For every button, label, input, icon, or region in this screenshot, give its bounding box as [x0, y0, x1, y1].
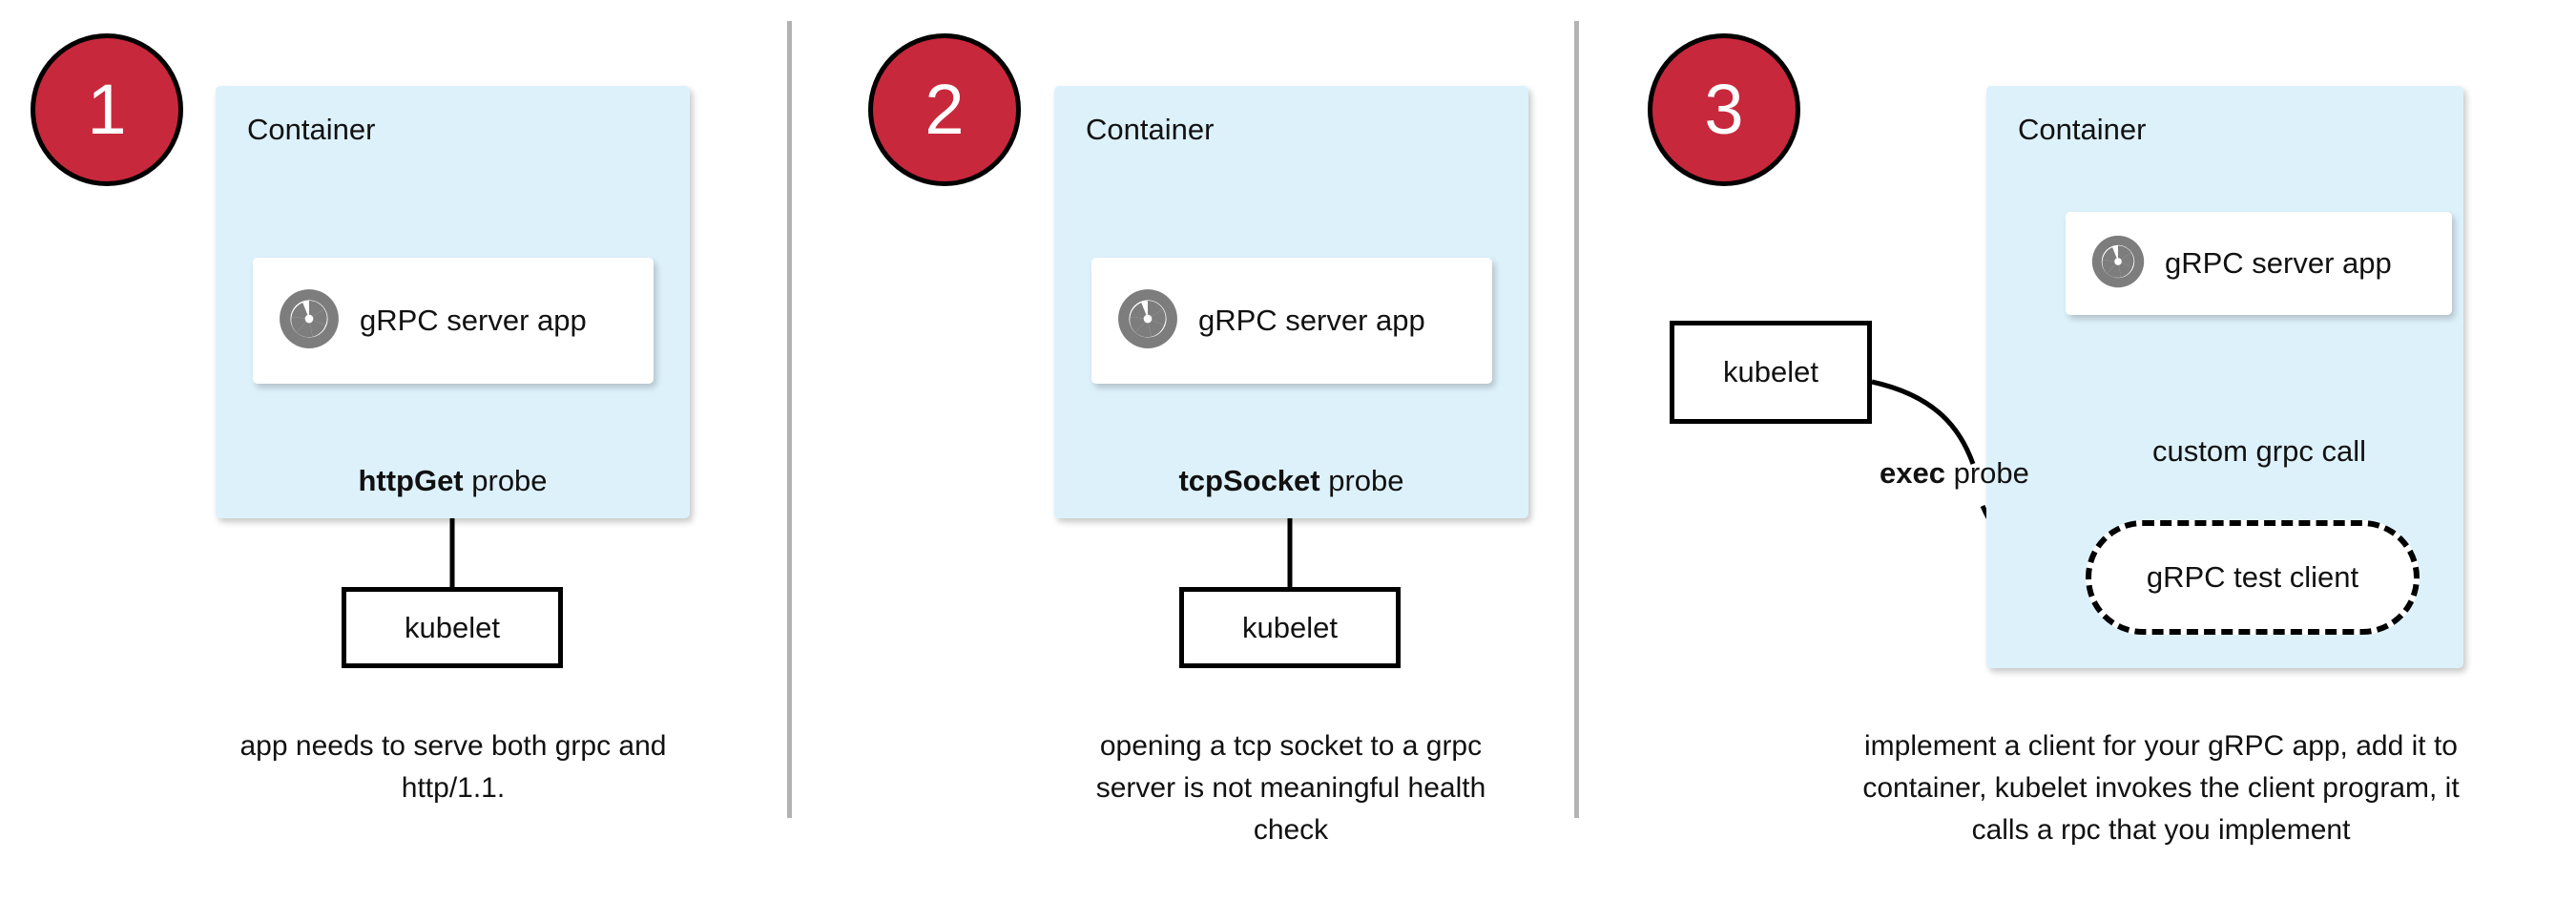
step-badge-2: 2 [868, 33, 1021, 186]
grpc-test-client-node[interactable]: gRPC test client [2086, 520, 2420, 635]
kubelet-label-panel3: kubelet [1723, 355, 1818, 388]
caption-panel2: opening a tcp socket to a grpc server is… [1095, 730, 1486, 846]
exec-probe-label-rest: probe [1944, 456, 2029, 490]
kubelet-node-panel2[interactable]: kubelet [1179, 587, 1401, 668]
caption-panel3: implement a client for your gRPC app, ad… [1862, 730, 2460, 846]
grpc-logo-icon [278, 287, 341, 355]
grpc-server-app-card-panel2[interactable]: gRPC server app [1091, 258, 1492, 384]
probe-label-panel2-rest: probe [1319, 464, 1404, 497]
container-label-panel3: Container [2018, 113, 2147, 146]
exec-probe-label-panel3: exec probe [1880, 456, 2166, 491]
kubelet-label-panel2: kubelet [1242, 610, 1338, 644]
kubelet-label-panel1: kubelet [405, 610, 500, 644]
container-label-panel2: Container [1086, 113, 1215, 146]
grpc-server-app-label-panel2: gRPC server app [1198, 304, 1425, 337]
grpc-test-client-label: gRPC test client [2146, 560, 2359, 594]
step-badge-1: 1 [31, 33, 183, 186]
custom-grpc-call-label: custom grpc call [2152, 434, 2366, 468]
grpc-server-app-card-panel1[interactable]: gRPC server app [253, 258, 654, 384]
probe-label-panel1: httpGet probe [216, 464, 690, 498]
panel-divider-1 [787, 21, 792, 818]
kubelet-node-panel3[interactable]: kubelet [1670, 321, 1872, 424]
probe-label-panel1-rest: probe [463, 464, 548, 497]
probe-label-panel2: tcpSocket probe [1054, 464, 1528, 498]
exec-probe-curve-upper [1871, 379, 1976, 465]
container-label-panel1: Container [247, 113, 376, 146]
exec-probe-label-bold: exec [1880, 456, 1945, 490]
panel-divider-2 [1574, 21, 1579, 818]
grpc-logo-icon [2090, 234, 2146, 294]
step-badge-3: 3 [1648, 33, 1800, 186]
kubelet-node-panel1[interactable]: kubelet [342, 587, 563, 668]
grpc-server-app-card-panel3[interactable]: gRPC server app [2066, 212, 2452, 315]
caption-panel1: app needs to serve both grpc and http/1.… [239, 730, 667, 804]
grpc-logo-icon [1116, 287, 1179, 355]
probe-label-panel2-bold: tcpSocket [1178, 464, 1320, 497]
grpc-server-app-label-panel3: gRPC server app [2165, 246, 2392, 280]
probe-label-panel1-bold: httpGet [358, 464, 464, 497]
grpc-server-app-label-panel1: gRPC server app [360, 304, 587, 337]
